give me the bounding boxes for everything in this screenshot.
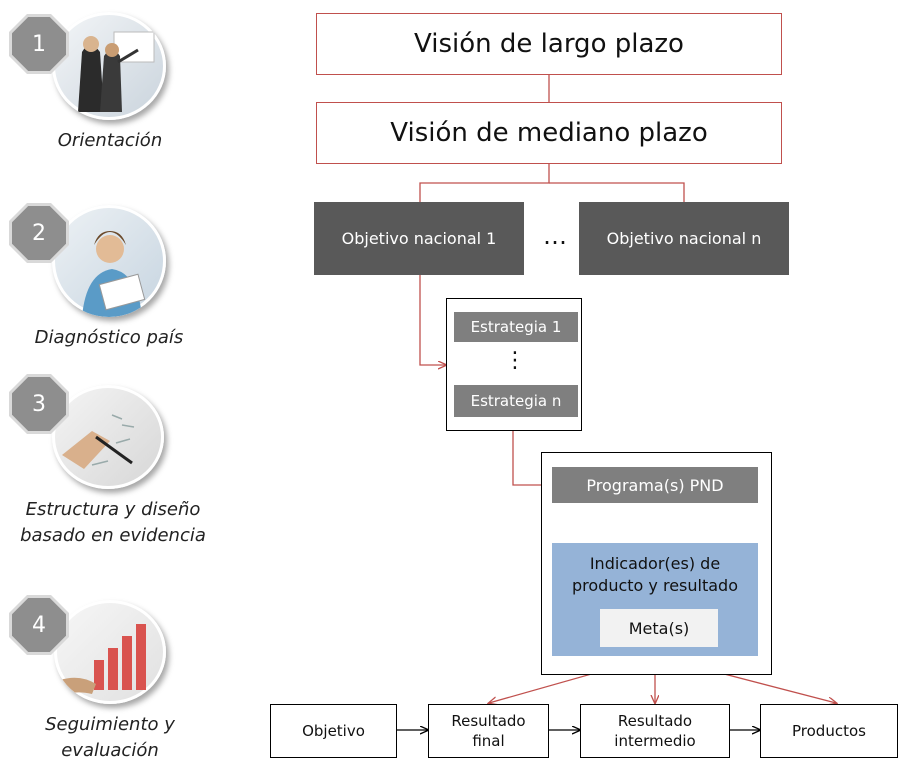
program-box: Programa(s) PND	[552, 467, 758, 503]
chain-objective-box: Objetivo	[270, 704, 397, 758]
national-objective-1-box: Objetivo nacional 1	[314, 202, 524, 275]
indicator-box: Indicador(es) de producto y resultado Me…	[552, 543, 758, 656]
step-number: 1	[32, 31, 46, 57]
vision-long-term-box: Visión de largo plazo	[316, 13, 782, 75]
step-number: 4	[32, 612, 46, 638]
step-4-badge: 4	[9, 595, 69, 655]
indicator-text: Indicador(es) de producto y resultado	[572, 554, 738, 595]
step-4-label: Seguimiento y evaluación	[45, 714, 175, 761]
step-3-label: Estructura y diseño basado en evidencia	[20, 499, 206, 546]
chain-final-result-box: Resultado final	[428, 704, 549, 758]
chain-products-box: Productos	[760, 704, 898, 758]
step-3-badge: 3	[9, 374, 69, 434]
step-number: 2	[32, 220, 46, 246]
step-1-label: Orientación	[57, 130, 163, 151]
step-2-label: Diagnóstico país	[34, 327, 184, 348]
objectives-ellipsis: …	[543, 222, 567, 250]
doctor-photo-icon	[82, 231, 146, 317]
connector-obj1-to-strategy	[419, 275, 446, 365]
national-objective-n-box: Objetivo nacional n	[579, 202, 789, 275]
bar-chart-photo-icon	[60, 624, 146, 696]
step-1-photo	[52, 12, 166, 120]
step-4-photo	[54, 600, 166, 704]
connector-medium-to-objn	[549, 182, 685, 202]
strategy-1-box: Estrategia 1	[454, 312, 578, 342]
chain-intermediate-result-box: Resultado intermedio	[580, 704, 730, 758]
presentation-photo-icon	[78, 31, 155, 112]
step-3-photo	[52, 385, 164, 489]
step-2-badge: 2	[9, 203, 69, 263]
strategies-ellipsis: ⋮	[504, 348, 526, 373]
connector-medium-to-obj1	[419, 164, 550, 202]
step-number: 3	[32, 391, 46, 417]
strategy-n-box: Estrategia n	[454, 385, 578, 417]
writing-hand-icon	[62, 414, 135, 469]
goal-box: Meta(s)	[600, 609, 718, 647]
step-1-badge: 1	[9, 14, 69, 74]
vision-medium-term-box: Visión de mediano plazo	[316, 102, 782, 164]
step-2-photo	[52, 205, 166, 317]
